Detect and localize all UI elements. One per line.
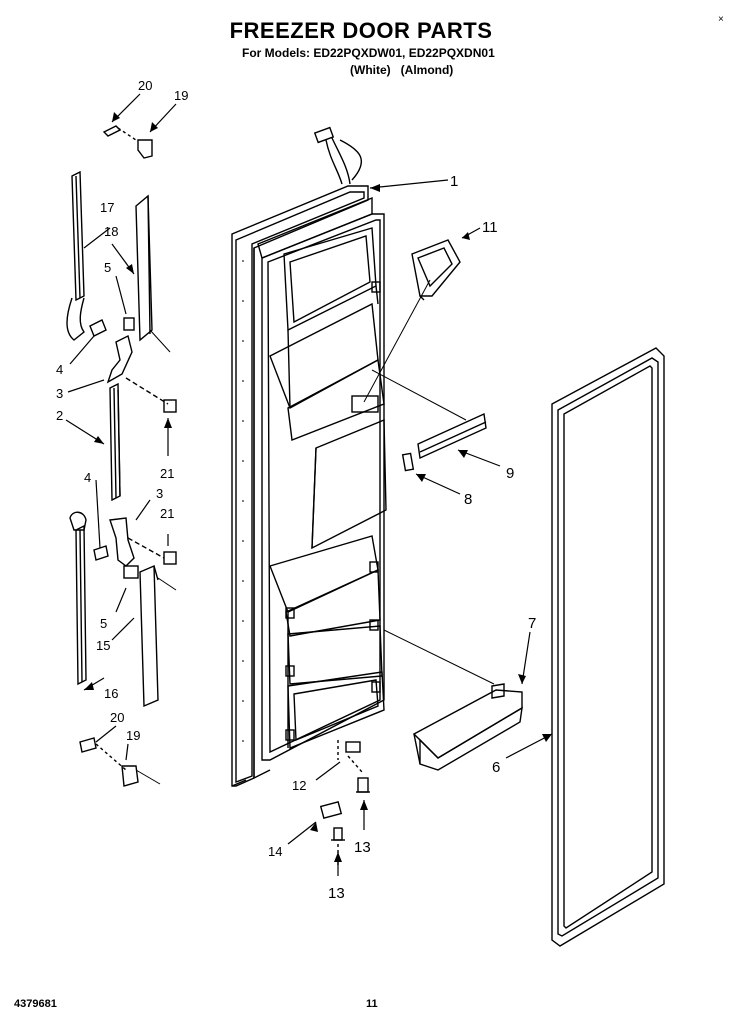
page-number: 11 [366,998,378,1010]
callout-5a: 5 [104,260,111,275]
callout-9: 9 [506,465,514,482]
callout-14: 14 [268,844,282,859]
callout-2: 2 [56,408,63,423]
callout-4a: 4 [56,362,63,377]
callout-1: 1 [450,173,458,190]
doc-number: 4379681 [14,998,57,1010]
callout-5b: 5 [100,616,107,631]
trim-and-clip [371,369,487,472]
page-title: FREEZER DOOR PARTS [229,18,493,43]
upper-handle-parts [66,125,177,502]
callout-18: 18 [104,224,118,239]
callout-19a: 19 [174,88,188,103]
ice-chute [363,239,461,403]
callout-17: 17 [100,200,114,215]
callout-7: 7 [528,615,536,632]
door-liner [231,126,387,787]
callout-labels: 1 11 9 8 7 6 12 13 14 13 20 19 17 18 5 4… [56,78,536,902]
callout-3a: 3 [56,386,63,401]
callout-12: 12 [292,778,306,793]
callout-16: 16 [104,686,118,701]
door-bin [383,629,523,771]
models-line: For Models: ED22PQXDW01, ED22PQXDN01 [242,46,495,60]
callout-15: 15 [96,638,110,653]
lower-handle-parts [69,511,177,787]
variants-line: (White) (Almond) [350,63,454,77]
leader-lines [65,93,553,876]
callout-21b: 21 [160,506,174,521]
callout-8: 8 [464,491,472,508]
callout-21a: 21 [160,466,174,481]
callout-19b: 19 [126,728,140,743]
callout-20b: 20 [110,710,124,725]
callout-13b: 13 [328,885,345,902]
arrow-heads [84,112,552,862]
callout-13a: 13 [354,839,371,856]
callout-3b: 3 [156,486,163,501]
callout-6: 6 [492,759,500,776]
door-gasket [551,347,665,947]
callout-4b: 4 [84,470,91,485]
callout-20a: 20 [138,78,152,93]
callout-11: 11 [482,219,498,236]
corner-mark: × [718,14,724,25]
